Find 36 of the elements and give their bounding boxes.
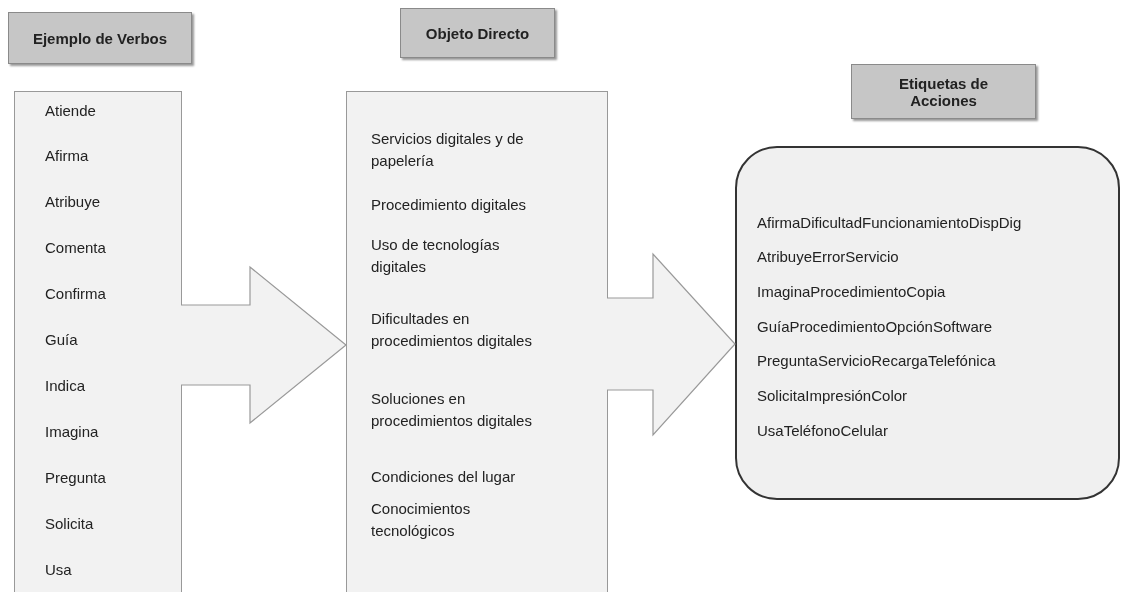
- action-label: AtribuyeErrorServicio: [757, 247, 900, 267]
- header-text: Etiquetas de Acciones: [897, 74, 990, 109]
- list-item: Confirma: [45, 284, 107, 304]
- header-box: [8, 12, 192, 64]
- list-item: Atiende: [45, 101, 97, 121]
- list-item: Soluciones en procedimientos digitales: [371, 389, 533, 431]
- list-item: Procedimiento digitales: [371, 195, 528, 215]
- list-item: Servicios digitales y de papelería: [371, 129, 525, 171]
- list-item: Atribuye: [45, 192, 102, 212]
- action-label: SolicitaImpresiónColor: [757, 386, 909, 406]
- action-label: ImaginaProcedimientoCopia: [757, 282, 947, 302]
- block-arrow: [180, 265, 347, 425]
- list-item: Comenta: [45, 238, 107, 258]
- header-box: [400, 8, 555, 58]
- list-item: Dificultades en procedimientos digitales: [371, 309, 533, 351]
- list-item: Usa: [45, 560, 73, 580]
- header-box: [851, 64, 1036, 119]
- list-box: [346, 91, 608, 592]
- block-arrow: [606, 252, 736, 437]
- action-label: AfirmaDificultadFuncionamientoDispDig: [757, 213, 1023, 233]
- list-item: Guía: [45, 330, 79, 350]
- action-label: UsaTeléfonoCelular: [757, 421, 889, 441]
- list-item: Condiciones del lugar: [371, 467, 517, 487]
- list-item: Afirma: [45, 146, 90, 166]
- action-label: PreguntaServicioRecargaTelefónica: [757, 351, 997, 371]
- list-box: [14, 91, 182, 592]
- list-item: Pregunta: [45, 468, 107, 488]
- header-text: Ejemplo de Verbos: [32, 29, 168, 47]
- list-item: Uso de tecnologías digitales: [371, 235, 501, 277]
- list-item: Indica: [45, 376, 87, 396]
- header-text: Objeto Directo: [425, 24, 530, 42]
- list-item: Imagina: [45, 422, 100, 442]
- action-label: GuíaProcedimientoOpciónSoftware: [757, 317, 994, 337]
- list-item: Solicita: [45, 514, 95, 534]
- rounded-box: [735, 146, 1120, 500]
- list-item: Conocimientos tecnológicos: [371, 499, 472, 541]
